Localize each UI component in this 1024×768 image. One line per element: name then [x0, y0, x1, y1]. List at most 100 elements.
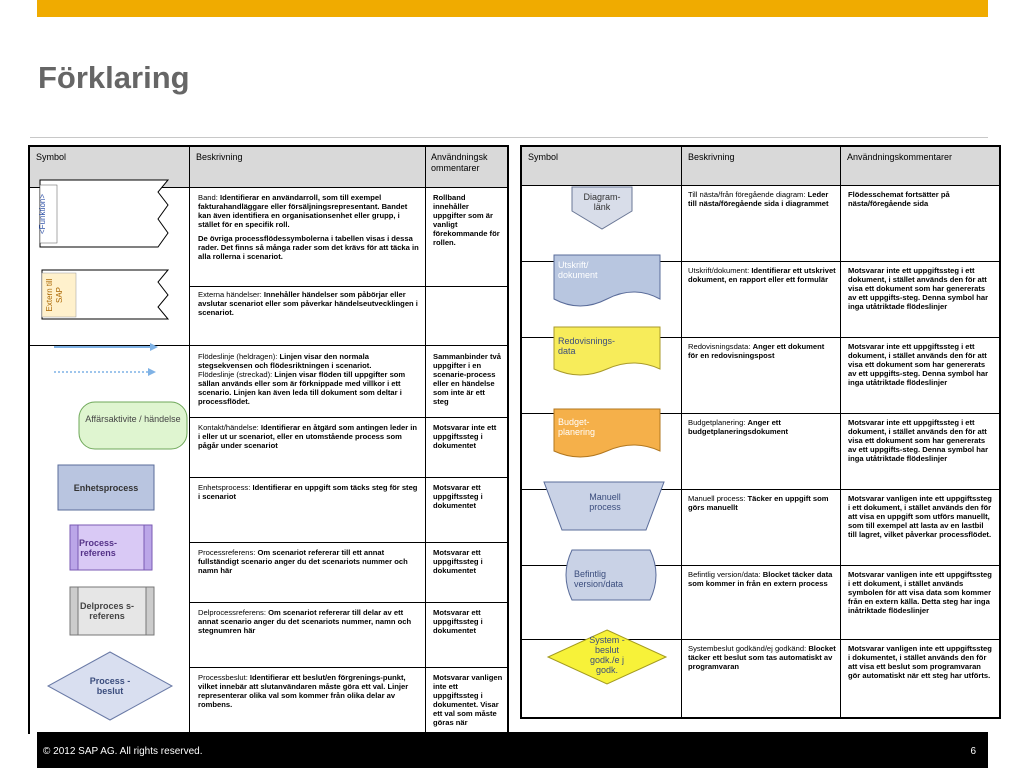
subprocess-reference-label: Delproces s-referens: [79, 601, 135, 621]
symbol-column-right: [543, 186, 668, 685]
row-divider: [522, 261, 999, 262]
flow-line-dashed: [54, 368, 156, 376]
row-desc-bold: Täcker en uppgift som görs manuellt: [688, 494, 829, 512]
row-comment: Motsvarar inte ett uppgiftssteg i ett do…: [848, 342, 989, 387]
table-row: Redovisningsdata: Anger ett dokument för…: [688, 342, 836, 360]
accounting-data-symbol: [553, 326, 661, 376]
business-event-label: Affärsaktivite / händelse: [85, 414, 181, 424]
row-desc-prefix: Flödeslinje (heldragen):: [198, 352, 280, 361]
process-reference-label: Process-referens: [78, 538, 118, 558]
accounting-data-label: Redovisnings-data: [558, 336, 616, 356]
table-row: Utskrift/dokument: Identifierar ett utsk…: [688, 266, 836, 284]
row-desc-bold: Blocket täcker ett beslut som tas automa…: [688, 644, 836, 671]
row-divider: [522, 337, 999, 338]
table-row: Budgetplanering: Anger ett budgetplaneri…: [688, 418, 836, 436]
system-decision-label: System -beslut godk./e j godk.: [589, 635, 625, 675]
header-description: Beskrivning: [196, 152, 243, 162]
row-divider: [189, 667, 507, 668]
row-comment: Motsvarar vanligen inte ett uppgiftssteg…: [848, 494, 992, 539]
row-desc-bold: Blocket täcker data som kommer in från e…: [688, 570, 833, 588]
column-divider: [425, 147, 426, 734]
row-desc-prefix: Enhetsprocess:: [198, 483, 253, 492]
row-divider: [189, 345, 507, 346]
external-event-symbol: [41, 269, 170, 320]
page-number: 6: [970, 746, 976, 757]
row-desc-bold: Om scenariot refererar till delar av ett…: [198, 608, 412, 635]
document-label: Utskrift/ dokument: [558, 260, 598, 280]
row-desc-bold: Identifierar en uppgift som täcks steg f…: [198, 483, 418, 501]
symbol-column-left: [39, 179, 188, 721]
row-desc-bold: Identifierar ett beslut/en förgrenings-p…: [198, 673, 409, 709]
document-symbol: [553, 254, 661, 307]
existing-data-label: Befintlig version/data: [574, 569, 624, 589]
table-row: Kontakt/händelse: Identifierar en åtgärd…: [198, 423, 420, 450]
row-desc-prefix: Processbeslut:: [198, 673, 250, 682]
budget-planning-label: Budget-planering: [558, 417, 596, 437]
diagram-link-label: Diagram-länk: [583, 192, 621, 212]
row-desc-prefix: Redovisningsdata:: [688, 342, 753, 351]
band-symbol: [39, 179, 170, 248]
header-symbol: Symbol: [528, 152, 559, 162]
row-divider: [189, 542, 507, 543]
business-event-symbol: [78, 401, 188, 450]
table-header: Symbol Beskrivning Användningskommentare…: [522, 147, 999, 186]
table-row: Externa händelser: Innehåller händelser …: [198, 290, 420, 317]
external-event-label: Extern till SAP: [45, 278, 64, 312]
table-row: Manuell process: Täcker en uppgift som g…: [688, 494, 836, 512]
diagram-link-symbol: [571, 186, 633, 230]
footer-bar: © 2012 SAP AG. All rights reserved. 6: [37, 732, 988, 768]
existing-data-symbol: [565, 549, 657, 601]
table-row: Processreferens: Om scenariot refererar …: [198, 548, 420, 575]
page-title: Förklaring: [38, 60, 190, 95]
row-divider: [522, 413, 999, 414]
table-row: Befintlig version/data: Blocket täcker d…: [688, 570, 836, 588]
row-comment: Motsvarar ett uppgiftssteg i dokumentet: [433, 608, 483, 635]
row-comment: Motsvarar inte ett uppgiftssteg i ett do…: [848, 418, 989, 463]
table-row: Band: Identifierar en användarroll, som …: [198, 193, 420, 266]
row-divider: [189, 417, 507, 418]
row-divider: [189, 602, 507, 603]
copyright-text: © 2012 SAP AG. All rights reserved.: [43, 746, 203, 757]
row-divider: [522, 639, 999, 640]
row-desc-prefix: Processreferens:: [198, 548, 258, 557]
row-comment: Motsvarar inte ett uppgiftssteg i dokume…: [433, 423, 497, 450]
legend-table-left: Symbol Beskrivning Användningsk ommentar…: [28, 145, 509, 734]
unit-process-label: Enhetsprocess: [73, 483, 139, 493]
row-comment: Motsvarar ett uppgiftssteg i dokumentet: [433, 483, 483, 510]
band-symbol-label: <Funktion>: [38, 193, 47, 235]
row-comment: Motsvarar inte ett uppgiftssteg i ett do…: [848, 266, 989, 311]
manual-process-symbol: [543, 481, 665, 531]
table-row: Till nästa/från föregående diagram: Lede…: [688, 190, 836, 208]
table-row: Enhetsprocess: Identifierar en uppgift s…: [198, 483, 420, 501]
manual-process-label: Manuell process: [589, 492, 621, 512]
row-desc-prefix: Befintlig version/data:: [688, 570, 763, 579]
row-divider: [189, 477, 507, 478]
row-desc-bold-2: Linjen visar flöden till uppgifter som s…: [198, 370, 406, 406]
row-comment: Motsvarar vanligen inte ett uppgiftssteg…: [433, 673, 503, 727]
row-comment: Flödesschemat fortsätter på nästa/föregå…: [848, 190, 950, 208]
table-row: Systembeslut godkänd/ej godkänd: Blocket…: [688, 644, 836, 671]
row-comment: Rollband innehåller uppgifter som är van…: [433, 193, 500, 247]
row-desc-bold: Anger ett budgetplaneringsdokument: [688, 418, 788, 436]
process-decision-symbol: [46, 651, 174, 721]
row-desc-prefix: Manuell process:: [688, 494, 748, 503]
system-decision-symbol: [546, 629, 668, 685]
budget-planning-symbol: [553, 408, 661, 458]
row-comment: Motsvarar vanligen inte ett uppgiftssteg…: [848, 644, 992, 680]
column-divider: [840, 147, 841, 717]
row-desc-bold: Innehåller händelser som påbörjar eller …: [198, 290, 418, 317]
flow-line-solid: [54, 343, 158, 351]
row-comment: Motsvarar vanligen inte ett uppgiftssteg…: [848, 570, 992, 615]
row-comment: Sammanbinder två uppgifter i en scenarie…: [433, 352, 501, 406]
row-comment: Motsvarar ett uppgiftssteg i dokumentet: [433, 548, 483, 575]
header-comments: Användningskommentarer: [847, 152, 953, 162]
column-divider: [681, 147, 682, 717]
row-desc-prefix: Systembeslut godkänd/ej godkänd:: [688, 644, 809, 653]
header-description: Beskrivning: [688, 152, 735, 162]
row-desc-prefix: Till nästa/från föregående diagram:: [688, 190, 808, 199]
unit-process-symbol: [57, 464, 155, 511]
row-desc-bold: Leder till nästa/föregående sida i diagr…: [688, 190, 829, 208]
row-desc-bold: Linjen visar den normala stegsekvensen o…: [198, 352, 372, 370]
table-row: Delprocessreferens: Om scenariot referer…: [198, 608, 420, 635]
row-desc-prefix: Band:: [198, 193, 220, 202]
